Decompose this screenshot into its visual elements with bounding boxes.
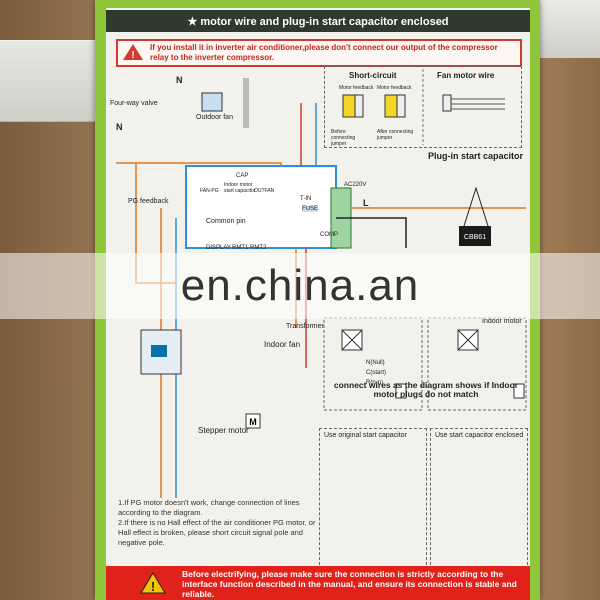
warning-icon: !: [123, 44, 143, 61]
notes: 1.If PG motor doesn't work, change conne…: [118, 498, 328, 548]
pg-feedback-label: PG feedback: [128, 198, 169, 205]
motor-feedback-label-1: Motor feedback: [339, 85, 374, 91]
l-label: L: [363, 198, 369, 208]
fuse-label: FUSE: [302, 206, 319, 212]
n-label-1: N: [176, 75, 183, 85]
fan-motor-box: Short-circuit Fan motor wire Motor feedb…: [324, 66, 522, 148]
stepper-motor-label: Stepper motor: [198, 426, 249, 435]
short-circuit-label: Short-circuit: [349, 71, 397, 80]
connect-wires-title: connect wires as the diagram shows if In…: [333, 380, 519, 399]
top-warning-box: ! If you install it in inverter air cond…: [116, 39, 522, 67]
t-in-label: T-IN: [300, 196, 312, 202]
r-run-label: R(run): [366, 380, 384, 386]
fan-motor-wire-label: Fan motor wire: [437, 71, 495, 80]
after-jumper-label: After connecting jumper: [377, 129, 414, 141]
note-1: 1.If PG motor doesn't work, change conne…: [118, 498, 300, 517]
fan-box-drawing: [342, 69, 505, 145]
outdoor-fan-label: Outdoor fan: [196, 114, 233, 121]
warning-icon: !: [140, 572, 166, 594]
note-2: 2.If there is no Hall effect of the air …: [118, 518, 316, 547]
svg-text:M: M: [249, 417, 257, 427]
c-start-label: C(start): [366, 370, 386, 376]
packing-strap-right: [535, 0, 600, 58]
four-way-valve-label: Four-way valve: [110, 100, 158, 107]
bottom-warning-box: ! Before electrifying, please make sure …: [106, 566, 530, 600]
watermark-text: en.china.an: [0, 253, 600, 319]
use-original-label: Use original start capacitor: [324, 432, 407, 439]
use-enclosed-label: Use start capacitor enclosed: [435, 432, 524, 439]
svg-text:!: !: [131, 50, 134, 61]
display-label: DISPLAY: [206, 245, 231, 251]
fan-pg-label: FAN-PG: [200, 188, 219, 194]
cbb61-label: CBB61: [464, 234, 486, 241]
sheet-title: ★ motor wire and plug-in start capacitor…: [106, 10, 530, 32]
common-pin-label: Common pin: [206, 218, 246, 225]
motor-feedback-label-2: Motor feedback: [377, 85, 412, 91]
original-capacitor-box: Use original start capacitor: [319, 428, 427, 570]
bottom-warning-text: Before electrifying, please make sure th…: [182, 569, 517, 599]
cap-label: CAP: [236, 173, 249, 179]
n-label-2: N: [116, 122, 123, 132]
wiring-diagram: CBB61 M: [116, 78, 527, 498]
indoor-motor-label: Indoor motor: [482, 318, 522, 325]
rmt-label: RMT1 RMT2: [232, 245, 267, 251]
before-jumper-label: Before connecting jumper: [331, 129, 356, 147]
indoor-fan-label: Indoor fan: [264, 340, 301, 349]
top-warning-text: If you install it in inverter air condit…: [150, 43, 498, 62]
ac220-label: AC220V: [344, 182, 367, 188]
outfan-label: OUTFAN: [254, 188, 275, 194]
indoor-cap-label: Indoor motor start capacitor: [224, 182, 256, 194]
transformer-label: Transformer: [286, 323, 324, 330]
plugin-capacitor-title: Plug-in start capacitor: [428, 151, 524, 161]
svg-text:!: !: [151, 579, 155, 594]
enclosed-capacitor-box: Use start capacitor enclosed: [430, 428, 528, 570]
comp-label: COMP: [320, 232, 338, 238]
n-null-label: N(Null): [366, 360, 385, 366]
